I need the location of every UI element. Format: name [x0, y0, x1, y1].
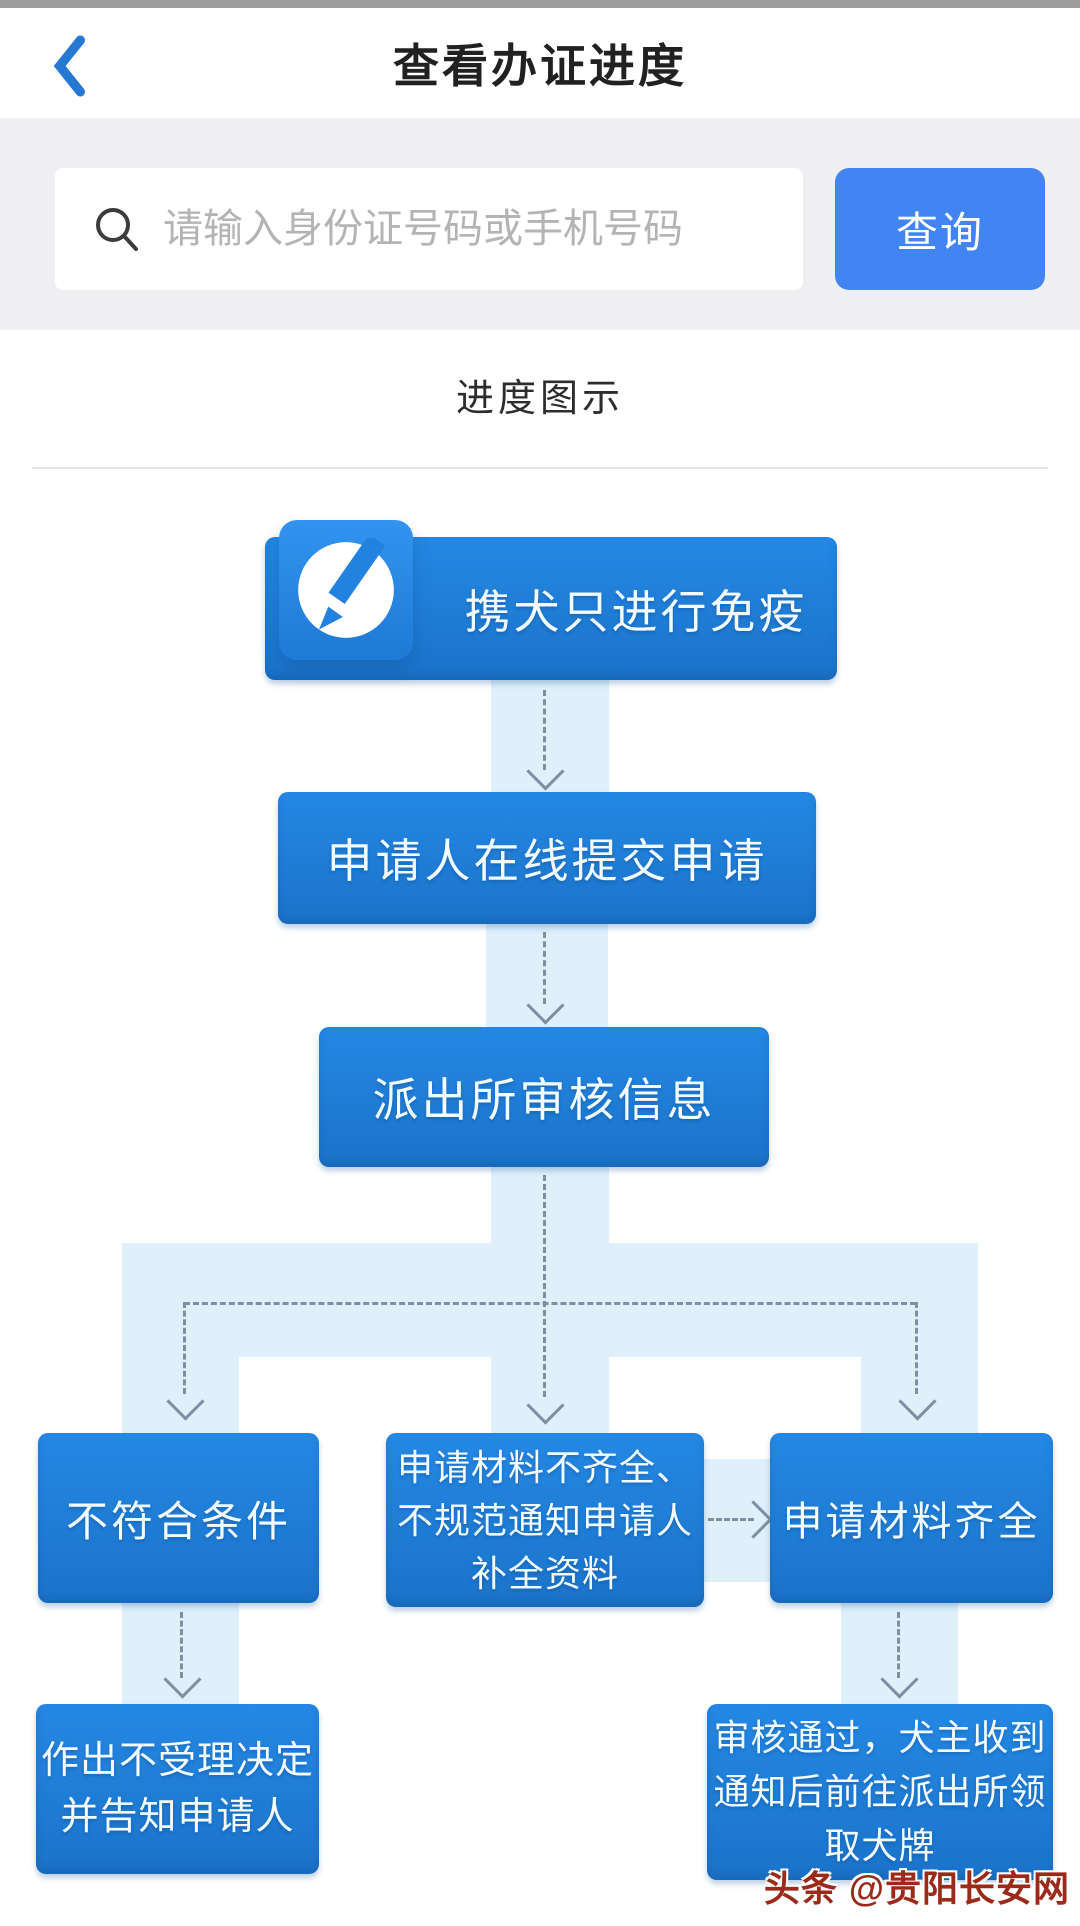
flow-node-review: 派出所审核信息 [319, 1027, 769, 1167]
flow-node-approved: 审核通过，犬主收到 通知后前往派出所领 取犬牌 [707, 1704, 1053, 1880]
flow-node-label: 派出所审核信息 [372, 1074, 716, 1126]
page-title: 查看办证进度 [393, 40, 687, 92]
flow-node-label: 携犬只进行免疫 [464, 585, 808, 638]
flow-node-line: 作出不受理决定 [40, 1740, 314, 1782]
header: 查看办证进度 [0, 8, 1080, 119]
pencil-edit-icon [279, 520, 413, 660]
dashed-line [543, 690, 546, 770]
connector-band [486, 920, 608, 1032]
flow-node-incomplete: 申请材料不齐全、 不规范通知申请人 补全资料 [386, 1433, 704, 1607]
status-bar-strip [0, 0, 1080, 8]
connector-band [491, 1162, 609, 1247]
chevron-left-icon [51, 35, 89, 97]
divider [32, 467, 1048, 469]
dashed-line [543, 932, 546, 1004]
dashed-line [180, 1612, 183, 1678]
flow-node-line: 通知后前往派出所领 [713, 1771, 1047, 1812]
back-button[interactable] [40, 34, 100, 98]
flow-node-line: 审核通过，犬主收到 [713, 1717, 1047, 1758]
query-button[interactable]: 查询 [835, 168, 1045, 290]
dashed-line [184, 1302, 916, 1305]
flow-node-label: 申请材料齐全 [782, 1500, 1041, 1544]
flow-node-line: 不规范通知申请人 [396, 1499, 693, 1541]
dashed-line [915, 1302, 918, 1394]
watermark: 头条 @贵阳长安网 [763, 1868, 1070, 1909]
connector-band [122, 1355, 239, 1435]
flow-node-complete: 申请材料齐全 [770, 1433, 1053, 1603]
connector-band [491, 675, 609, 800]
dashed-line [897, 1612, 900, 1678]
search-section: 查询 [0, 118, 1080, 330]
search-input[interactable] [161, 205, 787, 253]
dashed-line [543, 1175, 546, 1397]
flow-node-not-accepted: 作出不受理决定 并告知申请人 [36, 1704, 319, 1874]
search-icon [91, 203, 143, 255]
flow-node-line: 补全资料 [470, 1552, 619, 1594]
search-input-container[interactable] [55, 168, 803, 290]
flow-node-submit: 申请人在线提交申请 [278, 792, 816, 924]
flow-node-reject: 不符合条件 [38, 1433, 319, 1603]
connector-band [491, 1355, 609, 1435]
flow-node-label: 不符合条件 [65, 1497, 291, 1545]
flow-node-label: 申请人在线提交申请 [326, 835, 768, 887]
dashed-line [183, 1302, 186, 1394]
dashed-line [708, 1518, 754, 1521]
flow-node-line: 取犬牌 [824, 1825, 936, 1866]
section-title: 进度图示 [455, 377, 624, 420]
flow-node-line: 并告知申请人 [60, 1796, 295, 1838]
connector-band [861, 1355, 978, 1435]
flow-node-line: 申请材料不齐全、 [396, 1446, 693, 1488]
branch-band-horizontal [122, 1243, 978, 1357]
